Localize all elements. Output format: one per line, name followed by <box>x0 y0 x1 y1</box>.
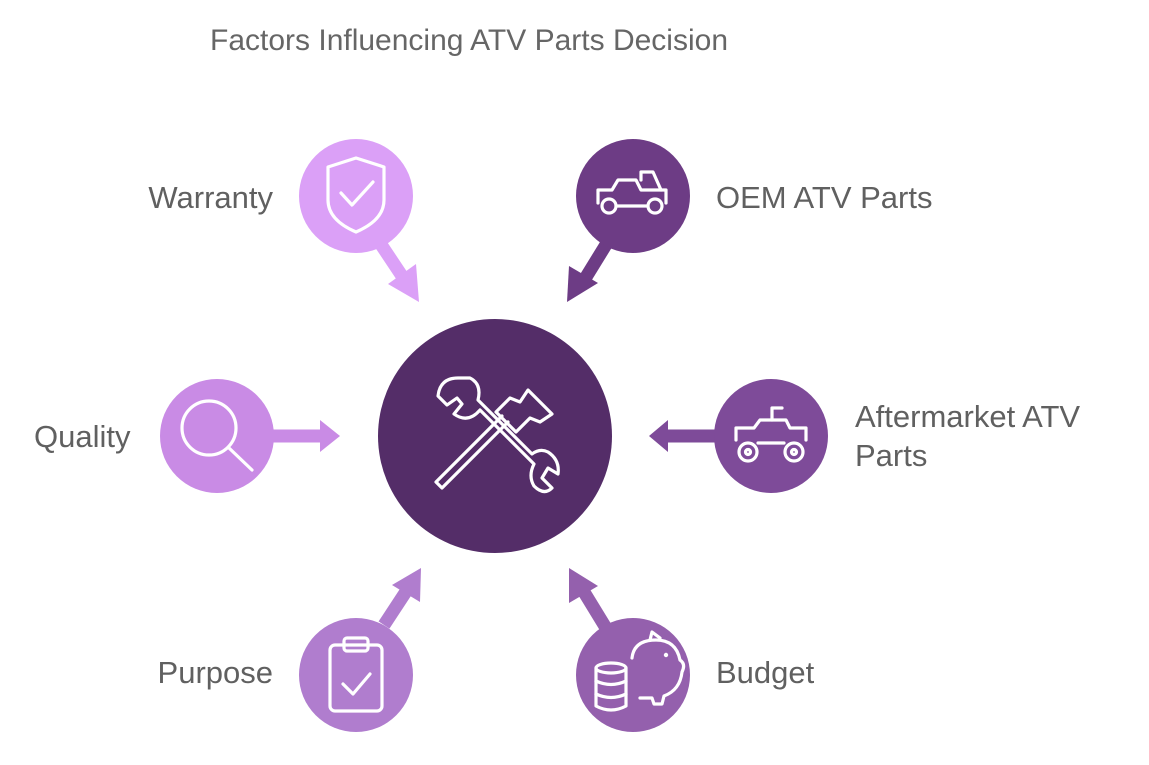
oem-arrowhead <box>567 266 598 302</box>
budget-arrow <box>578 588 612 632</box>
utility-vehicle-icon <box>596 170 668 215</box>
factor-oem-atv-parts: OEM ATV Parts <box>567 139 932 302</box>
warranty-node <box>299 139 413 253</box>
factor-budget: Budget <box>569 568 815 732</box>
budget-node <box>576 618 690 732</box>
diagram-title: Factors Influencing ATV Parts Decision <box>210 24 728 57</box>
oem-label: OEM ATV Parts <box>716 180 932 215</box>
factor-aftermarket-atv-parts: Aftermarket ATV Parts <box>649 379 1080 493</box>
purpose-label: Purpose <box>158 655 273 690</box>
quality-arrowhead <box>320 420 340 452</box>
piggy-bank-coins-icon <box>594 630 686 712</box>
budget-label: Budget <box>716 655 815 690</box>
aftermarket-label-line2: Parts <box>855 438 927 473</box>
quality-node <box>160 379 274 493</box>
aftermarket-label-line1: Aftermarket ATV <box>855 399 1080 434</box>
oem-arrow <box>577 239 613 286</box>
quality-label: Quality <box>34 419 131 454</box>
warranty-label: Warranty <box>148 180 273 215</box>
purpose-arrowhead <box>392 568 421 602</box>
shield-check-icon <box>326 156 386 234</box>
aftermarket-arrowhead <box>649 420 668 452</box>
factor-purpose: Purpose <box>158 568 421 732</box>
magnifier-icon <box>180 399 254 472</box>
purpose-node <box>299 618 413 732</box>
aftermarket-node <box>714 379 828 493</box>
warranty-arrowhead <box>388 264 419 302</box>
clipboard-check-icon <box>328 636 384 713</box>
factor-warranty: Warranty <box>148 139 419 302</box>
purpose-arrow <box>378 586 413 629</box>
factor-quality: Quality <box>34 379 340 493</box>
budget-arrowhead <box>569 568 598 603</box>
tools-wrench-hammer-icon <box>434 376 560 494</box>
atv-icon <box>734 406 808 463</box>
central-hub <box>378 319 612 553</box>
oem-node <box>576 139 690 253</box>
